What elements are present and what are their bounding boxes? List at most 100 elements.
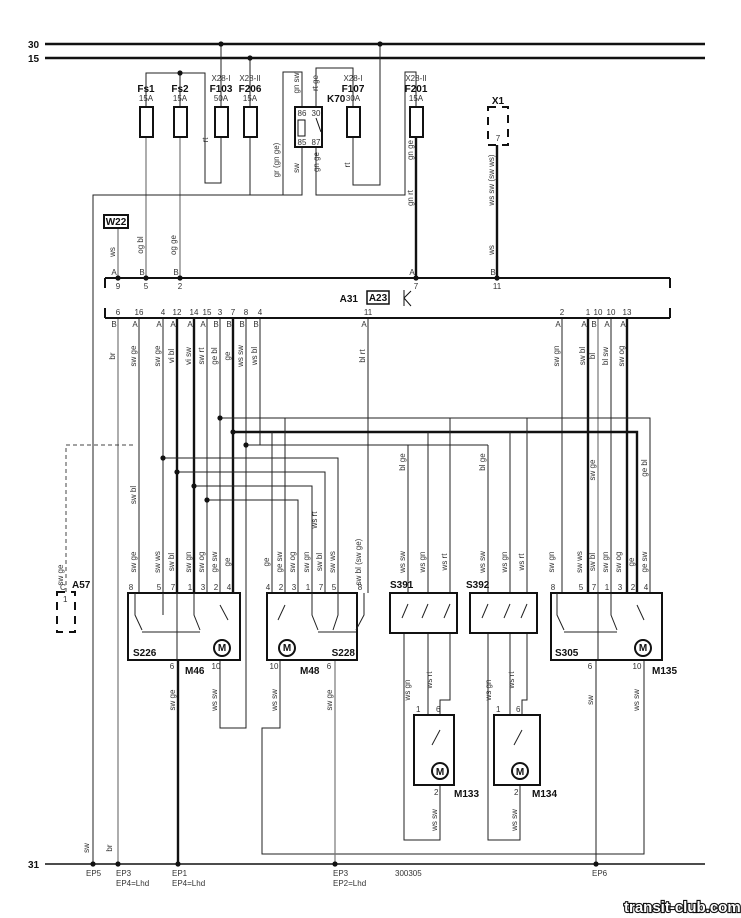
wire-color-label: ws gn — [418, 552, 427, 574]
w22-label: W22 — [106, 217, 127, 228]
wire-color-label: gn ge — [312, 151, 321, 172]
wire-color-label: sw gn — [302, 552, 311, 573]
wire-color-label: sw ws — [328, 551, 337, 573]
module-bottom-pin-letter: A — [555, 320, 561, 329]
wire-color-label: sw bl — [588, 553, 597, 571]
wire-color-label: sw — [292, 163, 301, 173]
component-pin: 6 — [516, 705, 521, 714]
fuse-rating: 15A — [409, 94, 424, 103]
fuse-rating: 15A — [243, 94, 258, 103]
module-bottom-pin: 8 — [244, 308, 249, 317]
module-output-wires — [65, 318, 651, 864]
fuse-rating: 50A — [214, 94, 229, 103]
wire-color-label: gn sw — [292, 72, 301, 93]
wire-color-label: sw bl — [167, 553, 176, 571]
component-name-s226: M46 — [185, 666, 205, 677]
wire-color-label: ws bl — [250, 347, 259, 366]
wire-color-label: rt ge — [311, 74, 320, 91]
module-bottom-pin-letter: A — [187, 320, 193, 329]
rail-30-label: 30 — [28, 40, 40, 51]
fuse-connector: X28-I — [343, 74, 362, 83]
wire-color-label: sw — [82, 843, 91, 853]
wire-color-label: ws sw — [210, 689, 219, 712]
fuse-feed-wires — [92, 44, 499, 864]
module-bottom-pin: 4 — [161, 308, 166, 317]
transistor-icon — [403, 290, 412, 307]
watermark-logo: transit-club.com — [624, 899, 741, 916]
component-name-s226: S226 — [133, 648, 157, 659]
component-pin: 1 — [416, 705, 421, 714]
component-name-s228: S228 — [332, 648, 356, 659]
relay-pin: 30 — [312, 109, 321, 118]
connector-a57 — [56, 591, 76, 633]
wire-color-label: ge sw — [640, 551, 649, 572]
motor-icon — [634, 639, 652, 657]
wire-color-label: sw bl — [578, 347, 587, 365]
component-pin: 1 — [188, 583, 193, 592]
wire-color-label: sw bl (sw ge) — [354, 538, 363, 585]
rail-31-label: 31 — [28, 860, 40, 871]
wire-color-label: sw — [586, 695, 595, 705]
wire-color-label: ws sw — [430, 809, 439, 832]
fuse-connector: X28-I — [211, 74, 230, 83]
component-pin: 10 — [633, 662, 642, 671]
wire-color-label: ws gn — [500, 552, 509, 574]
fuse-rating: 30A — [346, 94, 361, 103]
wire-color-label: sw og — [614, 552, 623, 573]
component-pin: 4 — [644, 583, 649, 592]
module-bottom-pin: 13 — [623, 308, 632, 317]
component-name-s392: S392 — [466, 580, 490, 591]
wire-color-label: ge — [223, 351, 232, 360]
wire-color-label: ws gn — [484, 680, 493, 702]
module-bottom-pin: 16 — [135, 308, 144, 317]
wire-color-label: og bl — [136, 236, 145, 254]
wire-color-label: sw og — [288, 552, 297, 573]
module-bottom-pin-letter: B — [239, 320, 244, 329]
wire-color-label: og ge — [169, 234, 178, 255]
component-pin: 7 — [171, 583, 176, 592]
fuse-f206 — [243, 106, 258, 138]
wire-color-label: sw ge — [129, 551, 138, 572]
junction-dot — [191, 483, 197, 489]
junction-dot — [593, 861, 599, 867]
ground-point-note: EP4=Lhd — [172, 879, 205, 888]
fuse-rating: 15A — [139, 94, 154, 103]
component-name-s305: S305 — [555, 648, 579, 659]
module-top-pin: 11 — [493, 282, 502, 291]
fuse-f201 — [409, 106, 424, 138]
wire-color-label: ws sw — [398, 551, 407, 574]
component-pin: 5 — [332, 583, 337, 592]
module-bottom-pin: 12 — [173, 308, 182, 317]
junction-dot — [243, 442, 249, 448]
wire-color-label: ws rt — [507, 671, 516, 690]
wire-color-label: bl ge — [478, 453, 487, 471]
diagram-code: 300305 — [395, 869, 422, 878]
module-bottom-pin: 10 — [607, 308, 616, 317]
junction-dot — [175, 861, 181, 867]
module-bottom-pin-letter: B — [591, 320, 596, 329]
module-bottom-pin: 2 — [560, 308, 565, 317]
module-bottom-pin: 7 — [231, 308, 236, 317]
module-bottom-pin-letter: B — [213, 320, 218, 329]
wire-color-label: bl — [588, 353, 597, 359]
component-pin: 7 — [592, 583, 597, 592]
component-pin: 2 — [279, 583, 284, 592]
ground-point-note: EP2=Lhd — [333, 879, 366, 888]
module-sub-name: A23 — [369, 293, 388, 304]
component-pin: 8 — [358, 583, 363, 592]
wire-color-label: bl rt — [358, 349, 367, 363]
module-bottom-pin-letter: A — [604, 320, 610, 329]
module-bottom-pin-letter: A — [361, 320, 367, 329]
component-pin: 7 — [319, 583, 324, 592]
component-pin: 10 — [270, 662, 279, 671]
junction-dot — [230, 429, 236, 435]
wire-color-label: sw ws — [575, 551, 584, 573]
component-pin: 8 — [551, 583, 556, 592]
module-top-pin-letter: B — [139, 268, 144, 277]
wire-color-label: sw bl — [315, 553, 324, 571]
module-bottom-pin-letter: B — [111, 320, 116, 329]
fuse-fs2 — [173, 106, 188, 138]
module-name: A31 — [340, 294, 359, 305]
module-bottom-pin-letter: A — [620, 320, 626, 329]
junction-dot — [115, 861, 121, 867]
